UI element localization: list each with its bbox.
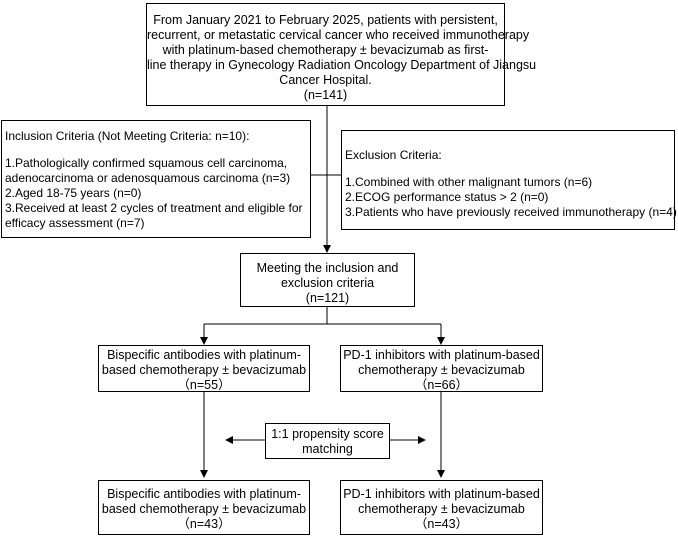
bispecific-line: Bispecific antibodies with platinum-	[107, 348, 301, 362]
inclusion-criteria-box: Inclusion Criteria (Not Meeting Criteria…	[1, 120, 311, 238]
pd1-matched-box: PD-1 inhibitors with platinum-based chem…	[340, 480, 543, 535]
exclusion-line: 1.Combined with other malignant tumors (…	[345, 175, 593, 189]
matching-line: 1:1 propensity score	[271, 427, 384, 441]
bispecific-line: based chemotherapy ± bevacizumab	[101, 363, 307, 377]
pd1-line: （n=66）	[414, 378, 469, 392]
propensity-matching-box: 1:1 propensity score matching	[265, 423, 390, 459]
bispecific-matched-line: （n=43）	[177, 517, 231, 531]
pd1-matched-line: PD-1 inhibitors with platinum-based	[343, 487, 540, 501]
pd1-matched-line: （n=43）	[414, 517, 469, 531]
top-cohort-box: From January 2021 to February 2025, pati…	[146, 3, 537, 106]
top-line: line therapy in Gynecology Radiation Onc…	[147, 58, 537, 72]
inclusion-line: 1.Pathologically confirmed squamous cell…	[5, 156, 288, 170]
pd1-matched-line: chemotherapy ± bevacizumab	[358, 502, 525, 516]
top-line: (n=141)	[303, 88, 348, 102]
inclusion-line: adenocarcinoma or adenosquamous carcinom…	[5, 171, 291, 185]
meeting-line: exclusion criteria	[280, 276, 375, 290]
exclusion-criteria-box: Exclusion Criteria: 1.Combined with othe…	[341, 130, 677, 230]
matching-line: matching	[302, 442, 353, 456]
meeting-line: Meeting the inclusion and	[256, 261, 399, 275]
top-line: with platinum-based chemotherapy ± bevac…	[162, 43, 489, 57]
exclusion-line: 3.Patients who have previously received …	[345, 205, 677, 219]
top-line: recurrent, or metastatic cervical cancer…	[147, 28, 530, 42]
bispecific-group-box: Bispecific antibodies with platinum- bas…	[98, 345, 310, 392]
pd1-line: chemotherapy ± bevacizumab	[358, 363, 525, 377]
inclusion-line: efficacy assessment (n=7)	[5, 216, 145, 230]
exclusion-title: Exclusion Criteria:	[345, 148, 442, 162]
top-line: Cancer Hospital.	[279, 73, 372, 87]
pd1-line: PD-1 inhibitors with platinum-based	[343, 348, 540, 362]
bispecific-matched-line: based chemotherapy ± bevacizumab	[101, 502, 307, 516]
pd1-group-box: PD-1 inhibitors with platinum-based chem…	[340, 345, 543, 392]
bispecific-line: （n=55）	[177, 378, 231, 392]
inclusion-line: 3.Received at least 2 cycles of treatmen…	[5, 201, 303, 215]
meeting-criteria-box: Meeting the inclusion and exclusion crit…	[240, 253, 415, 307]
top-line: From January 2021 to February 2025, pati…	[153, 13, 498, 27]
bispecific-matched-box: Bispecific antibodies with platinum- bas…	[98, 480, 310, 535]
meeting-line: (n=121)	[305, 291, 350, 305]
bispecific-matched-line: Bispecific antibodies with platinum-	[107, 487, 301, 501]
inclusion-title: Inclusion Criteria (Not Meeting Criteria…	[5, 129, 250, 143]
inclusion-line: 2.Aged 18-75 years (n=0)	[5, 186, 142, 200]
exclusion-line: 2.ECOG performance status > 2 (n=0)	[345, 190, 549, 204]
